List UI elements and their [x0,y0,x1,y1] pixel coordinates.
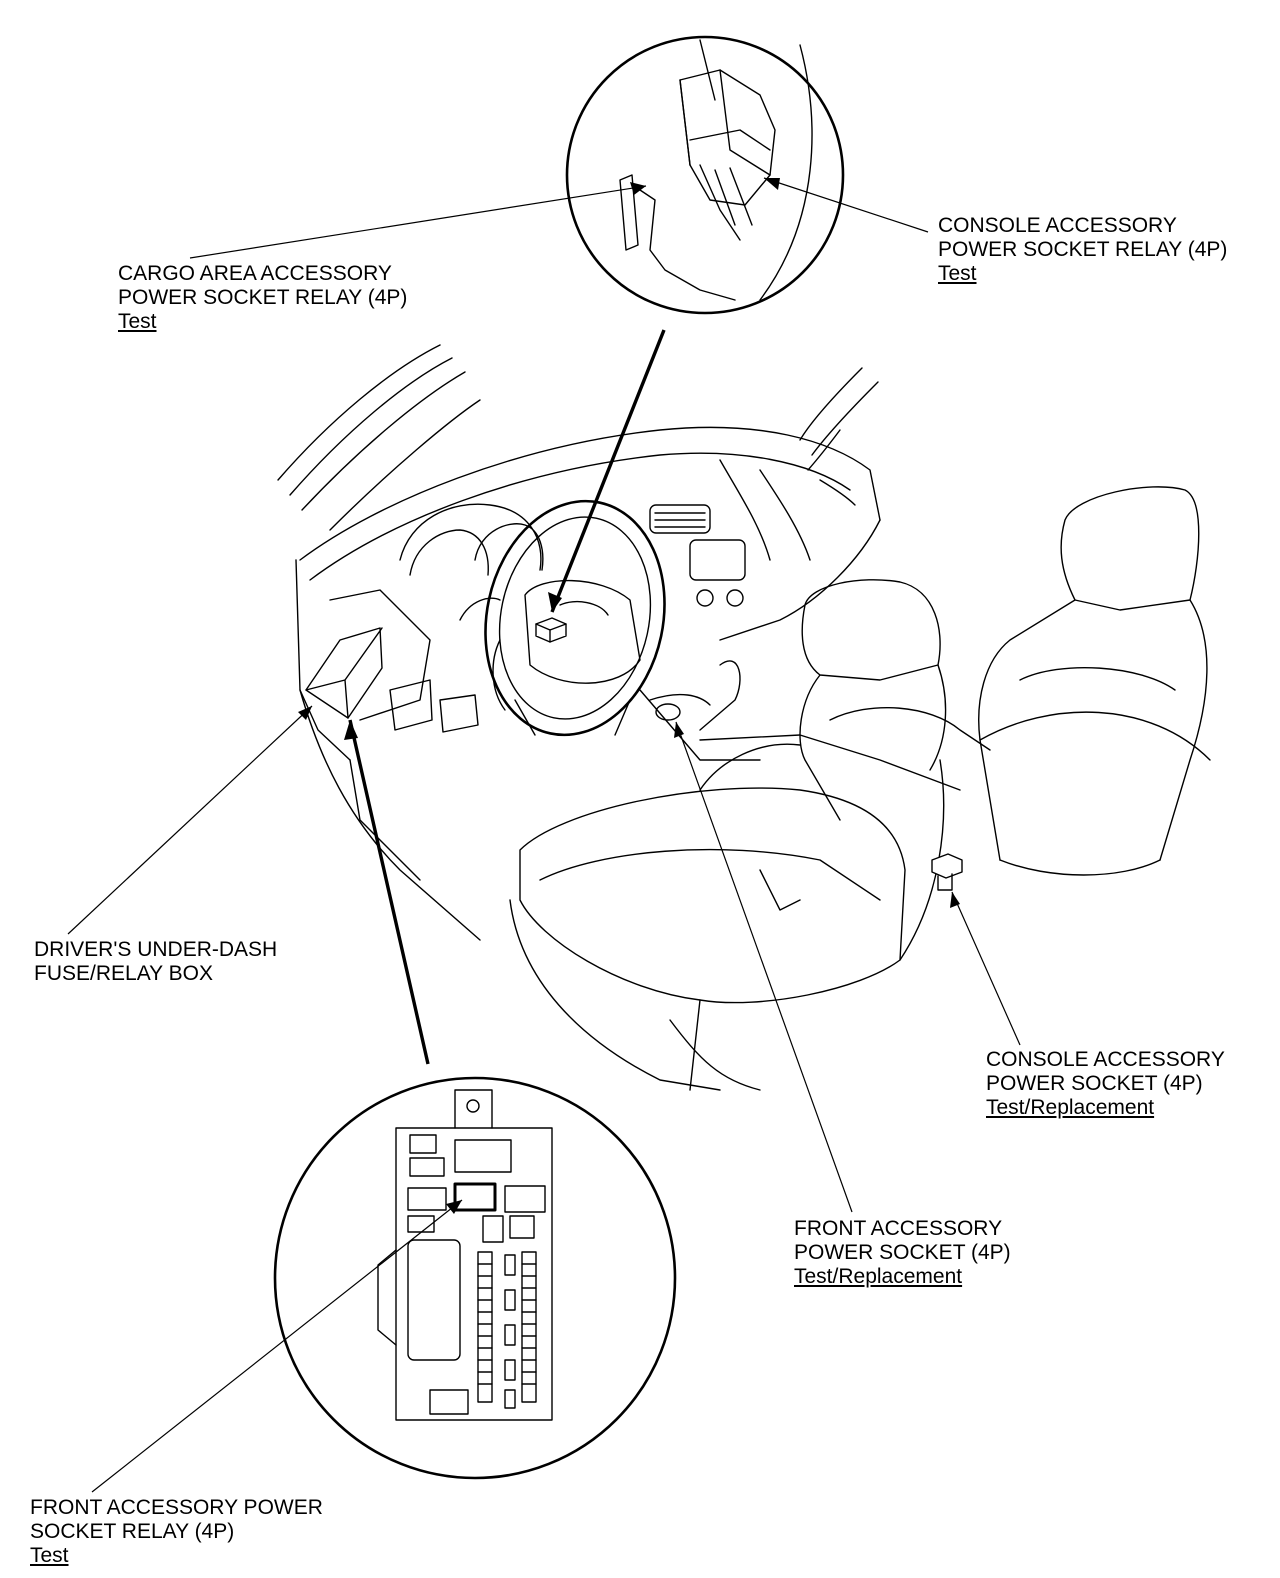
console-relay-test-link[interactable]: Test [938,262,977,285]
steering-wheel [484,499,666,737]
callout-line: FUSE/RELAY BOX [34,962,213,985]
callout-line: POWER SOCKET (4P) [794,1241,1011,1264]
console-socket-callout: CONSOLE ACCESSORY POWER SOCKET (4P) Test… [986,1048,1225,1120]
leader-lines [67,177,1021,1493]
console-relay-marker [535,617,567,643]
callout-line: POWER SOCKET RELAY (4P) [938,238,1228,261]
callout-line: DRIVER'S UNDER-DASH [34,938,278,961]
driver-seat [509,743,945,1091]
front-socket-callout: FRONT ACCESSORY POWER SOCKET (4P) Test/R… [794,1217,1011,1289]
console-power-socket-marker [931,853,963,891]
front-relay-test-link[interactable]: Test [30,1544,69,1567]
fuse-box-callout: DRIVER'S UNDER-DASH FUSE/RELAY BOX [34,938,277,986]
rear-seat [978,486,1211,876]
callout-line: CARGO AREA ACCESSORY [118,262,392,285]
fuse-grid [477,1251,537,1409]
cargo-relay-callout: CARGO AREA ACCESSORY POWER SOCKET RELAY … [118,262,407,334]
callout-line: CONSOLE ACCESSORY [986,1048,1225,1071]
front-socket-test-replacement-link[interactable]: Test/Replacement [794,1265,963,1288]
front-relay-callout: FRONT ACCESSORY POWER SOCKET RELAY (4P) … [30,1496,323,1568]
callout-line: CONSOLE ACCESSORY [938,214,1177,237]
console-relay-callout: CONSOLE ACCESSORY POWER SOCKET RELAY (4P… [938,214,1227,286]
callout-line: FRONT ACCESSORY POWER [30,1496,323,1519]
fuse-box-marker [305,627,383,719]
console-socket-test-replacement-link[interactable]: Test/Replacement [986,1096,1155,1119]
callout-line: FRONT ACCESSORY [794,1217,1003,1240]
cargo-relay-test-link[interactable]: Test [118,310,157,333]
passenger-seat [799,579,991,821]
relay-detail-inset [565,35,845,315]
windshield-lines [277,344,879,531]
callout-line: POWER SOCKET RELAY (4P) [118,286,408,309]
floor-and-console [299,660,961,941]
dashboard [295,426,881,761]
callout-line: SOCKET RELAY (4P) [30,1520,235,1543]
fuse-box-detail-inset [273,1076,677,1480]
callout-line: POWER SOCKET (4P) [986,1072,1203,1095]
